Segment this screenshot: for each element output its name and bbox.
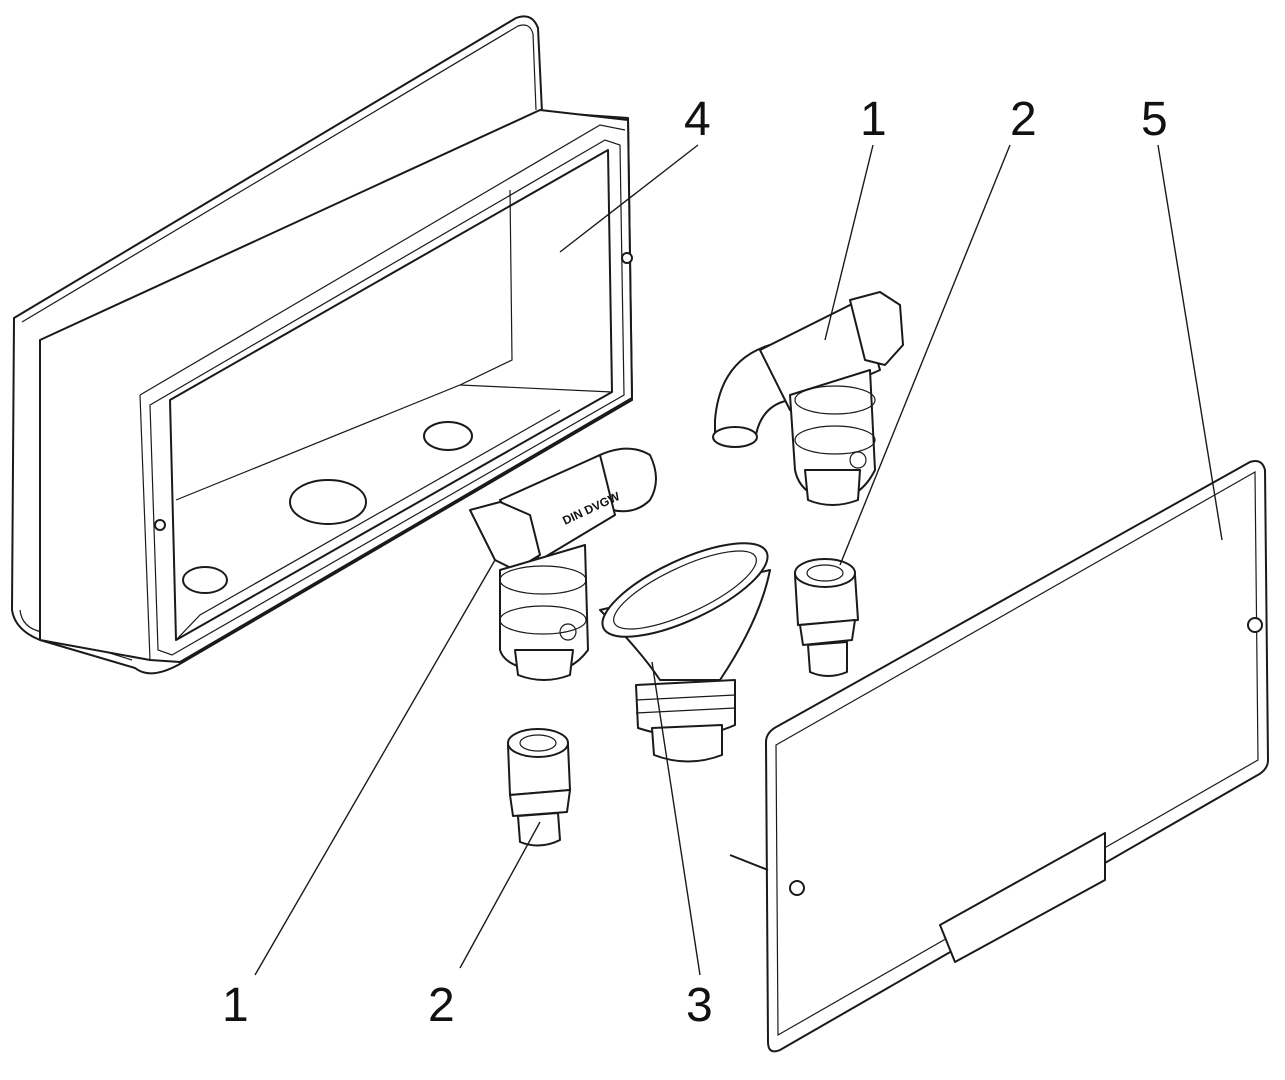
funnel	[599, 542, 771, 763]
valve-top	[712, 291, 904, 506]
fitting-right	[794, 558, 859, 677]
callout-5: 5	[1141, 93, 1168, 146]
callout-4: 4	[684, 93, 711, 146]
wall-box	[11, 15, 633, 675]
fitting-bottom	[507, 728, 571, 847]
callout-3: 3	[686, 979, 713, 1032]
callout-1-bottom: 1	[222, 979, 249, 1032]
callout-1-top: 1	[860, 93, 887, 146]
leader-lines	[254, 144, 1223, 976]
cover-plate	[729, 460, 1269, 1053]
callout-2-bottom: 2	[428, 979, 455, 1032]
callout-2-top: 2	[1010, 93, 1037, 146]
valve-center: DIN DVGW	[469, 447, 657, 681]
